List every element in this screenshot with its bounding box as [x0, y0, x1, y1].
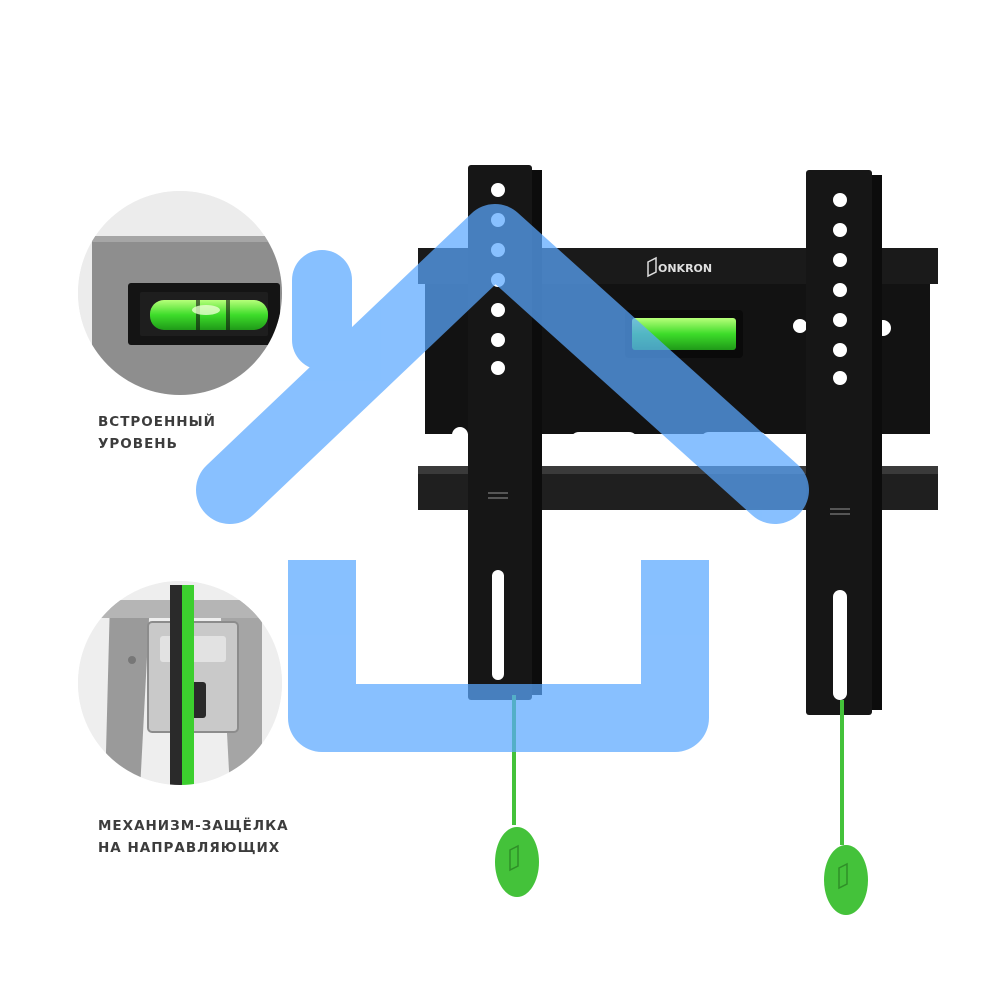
watermark-logo: [196, 204, 809, 752]
green-strap-icon: [182, 585, 194, 785]
release-strap-left: [495, 695, 539, 897]
latch-callout-line-1: МЕХАНИЗМ-ЗАЩЁЛКА: [98, 818, 289, 834]
onkron-logo: ONKRON: [647, 256, 712, 278]
level-callout-line-2: УРОВЕНЬ: [98, 436, 178, 452]
release-strap-right: [824, 700, 868, 915]
latch-inset: [78, 581, 282, 785]
level-callout-line-1: ВСТРОЕННЫЙ: [98, 414, 216, 430]
latch-callout-line-2: НА НАПРАВЛЯЮЩИХ: [98, 840, 281, 856]
level-callout-label: ВСТРОЕННЫЙ УРОВЕНЬ: [98, 411, 216, 455]
brand-logo-text: ONKRON: [658, 262, 712, 275]
latch-callout-label: МЕХАНИЗМ-ЗАЩЁЛКА НА НАПРАВЛЯЮЩИХ: [98, 815, 289, 859]
level-vial-icon: [150, 300, 268, 330]
level-inset: [78, 191, 282, 395]
